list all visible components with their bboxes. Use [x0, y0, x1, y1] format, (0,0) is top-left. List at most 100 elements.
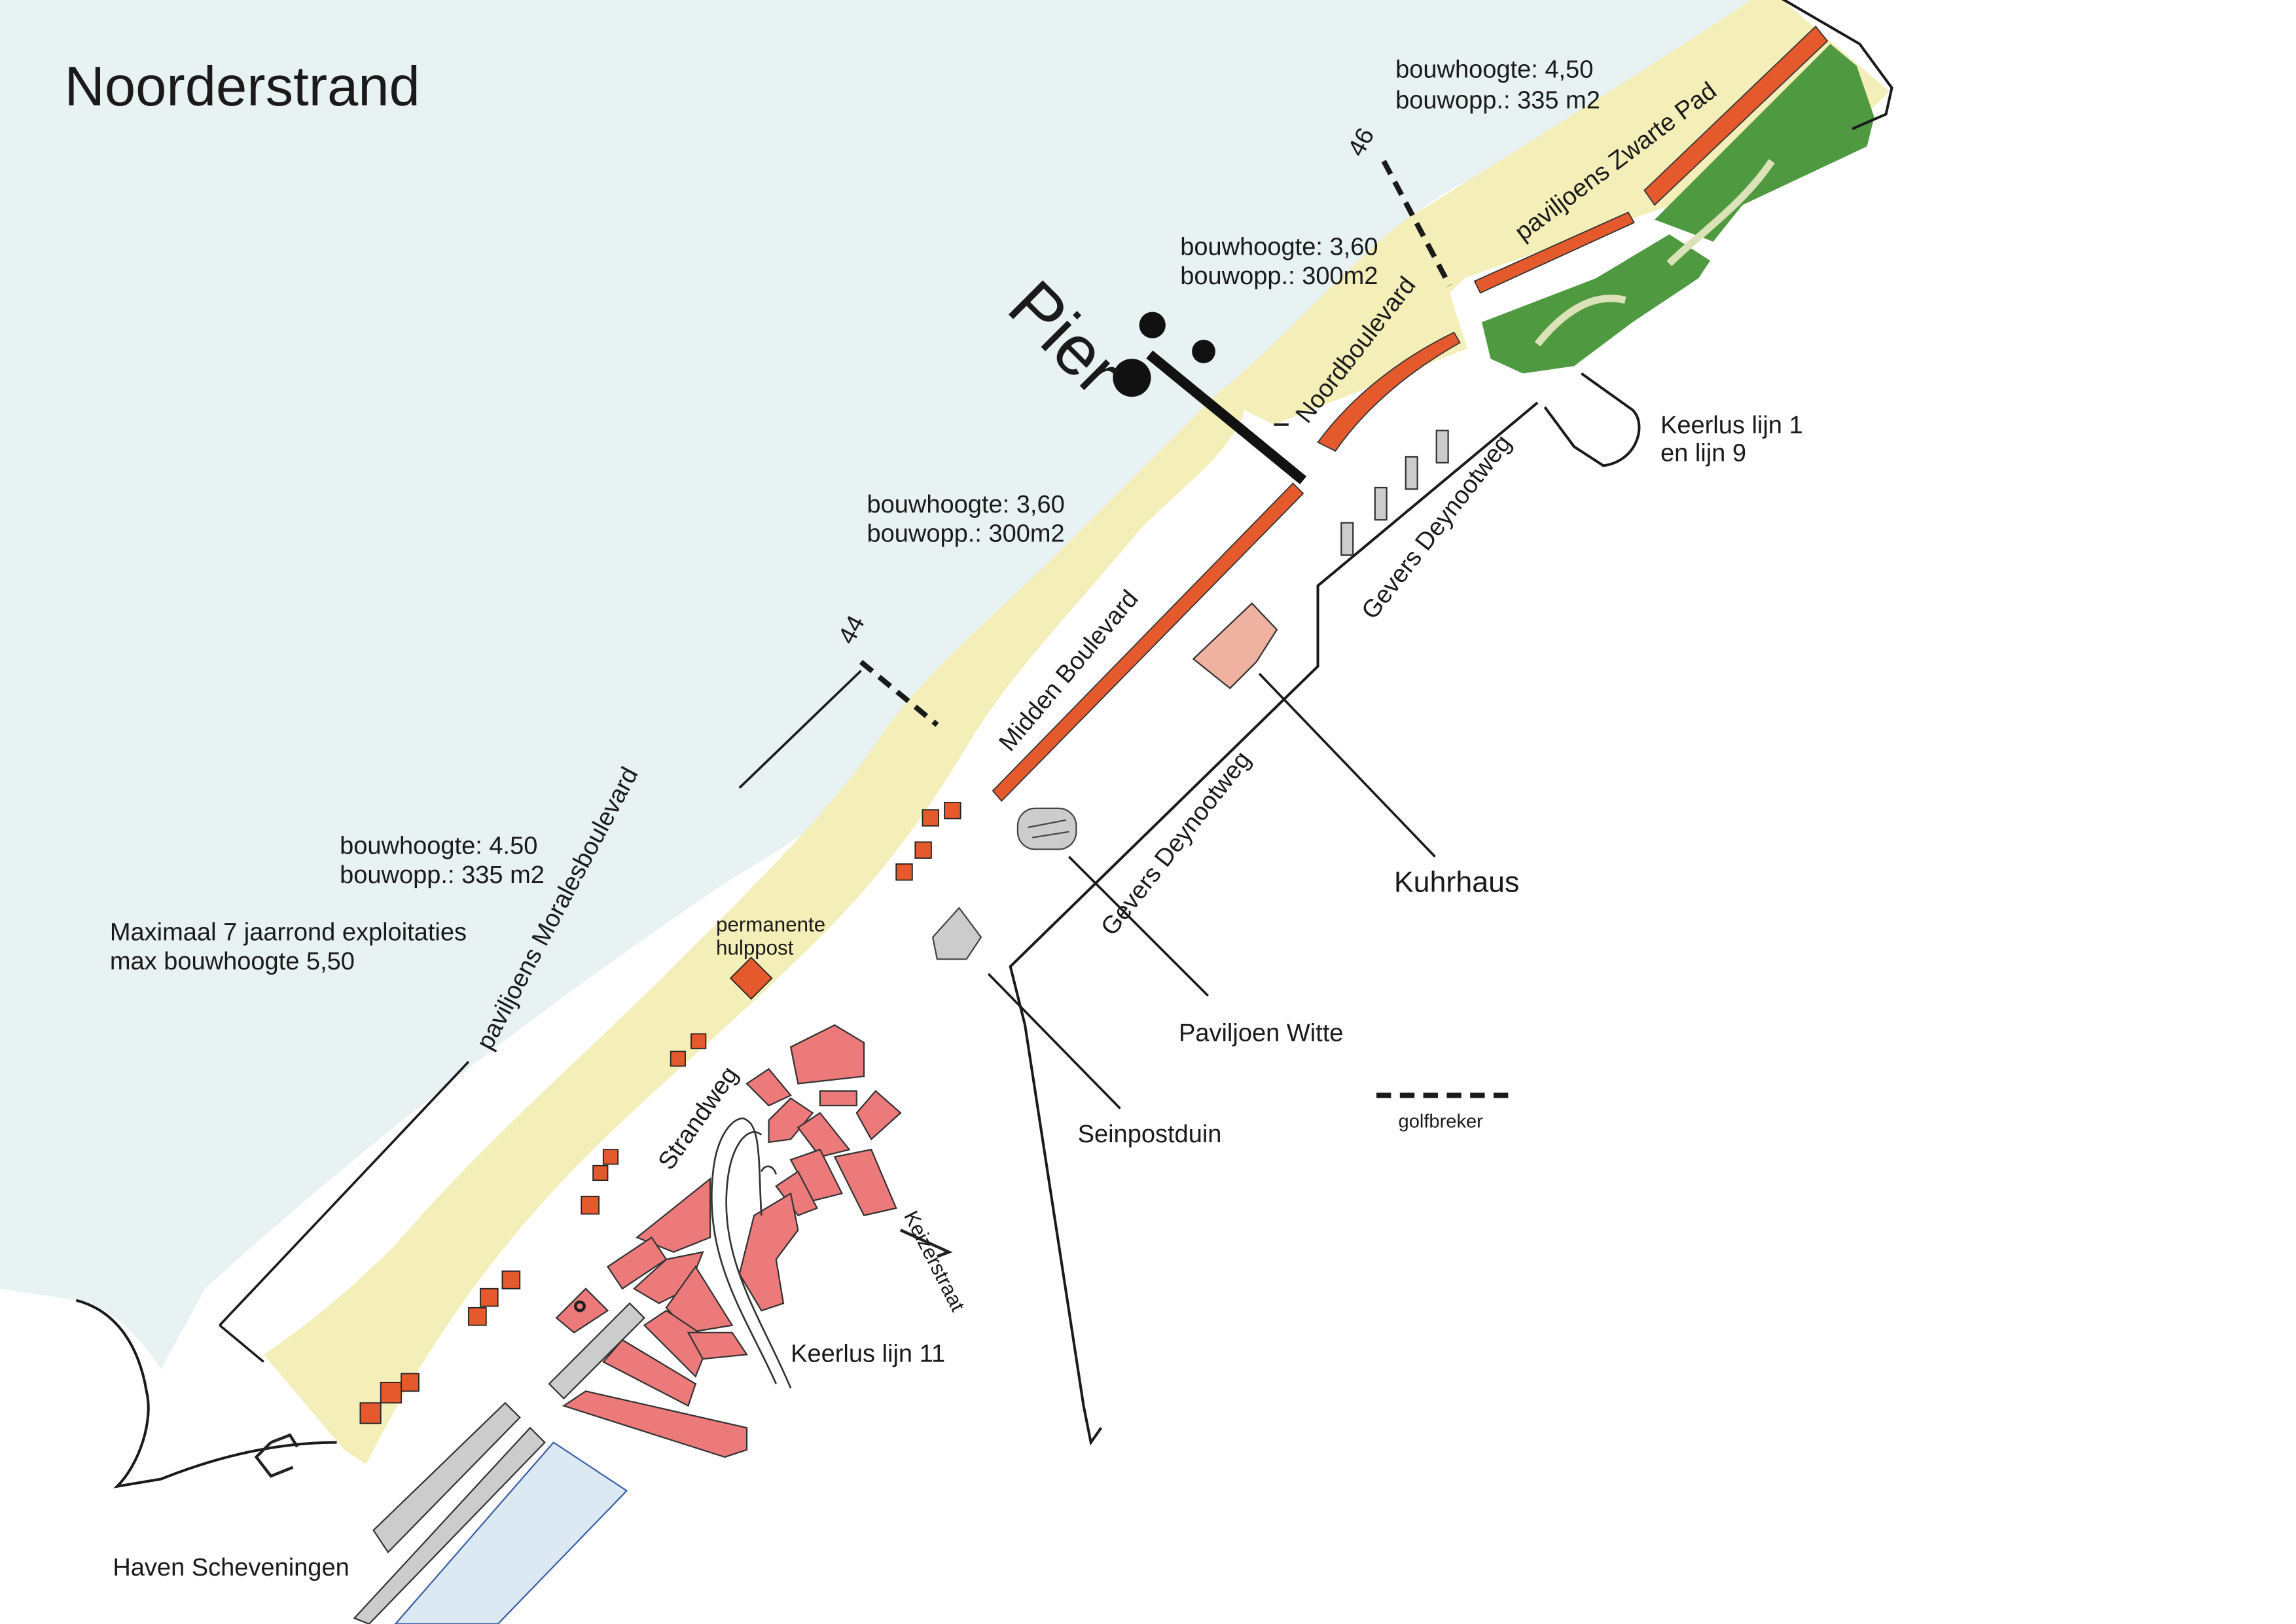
beach-kiosk-7 [592, 1164, 609, 1182]
pier-island-2 [1192, 340, 1215, 363]
keerlus-11-tracks [710, 1117, 792, 1389]
seinpostduin-building [931, 907, 982, 960]
hulppost-line2: hulppost [716, 937, 794, 960]
kiosk-1 [1435, 429, 1449, 464]
label-haven: Haven Scheveningen [113, 1554, 349, 1581]
keerlus-11-track-2 [725, 1131, 792, 1389]
pavilion-strip-zwarte-pad-1 [1473, 211, 1635, 294]
zone-zwarte-pad-area: bouwopp.: 335 m2 [1395, 87, 1600, 115]
beach-kiosk-11 [479, 1288, 499, 1307]
town-block-10 [738, 1192, 799, 1312]
label-max-exploitaties: Maximaal 7 jaarrond exploitaties max bou… [110, 918, 467, 975]
town-block-2 [745, 1068, 792, 1107]
sea [0, 0, 1751, 1369]
hulppost-building [729, 956, 773, 1000]
town-block-6 [797, 1111, 851, 1158]
zone-lines [219, 670, 1436, 1363]
beach-kiosk-12 [501, 1270, 521, 1290]
town-block-16 [687, 1331, 748, 1360]
max-exploitaties-line1: Maximaal 7 jaarrond exploitaties [110, 918, 467, 946]
kuhrhaus-building [1192, 602, 1278, 689]
zone-midden-area: bouwopp.: 300m2 [867, 520, 1064, 548]
beach-kiosk-2 [944, 802, 961, 820]
groynes [859, 160, 1509, 1098]
keerlus-1-line2: en lijn 9 [1660, 440, 1746, 467]
zone-morales-height: bouwhoogte: 4.50 [340, 832, 537, 859]
pier [1113, 312, 1307, 484]
beach-kiosk-8 [602, 1149, 619, 1165]
town-block-7 [833, 1148, 897, 1217]
groyne-46 [1381, 160, 1452, 287]
kiosk-4 [1340, 522, 1354, 556]
beach-kiosk-4 [895, 863, 913, 881]
pavilion-strip-midden-boulevard [992, 482, 1304, 803]
pavilion-strips [992, 25, 1829, 803]
zone-noordboulevard-height: bouwhoogte: 3,60 [1180, 233, 1378, 261]
keerlus-1-outline [1543, 372, 1641, 467]
pier-island-1 [1139, 312, 1166, 338]
zone-zwarte-pad-height: bouwhoogte: 4,50 [1395, 56, 1593, 84]
harbour-strip-3 [353, 1426, 546, 1624]
label-zone-zwarte-pad: bouwhoogte: 4,50 bouwopp.: 335 m2 [1395, 56, 1600, 115]
pointer-paviljoen-witte [1067, 856, 1209, 997]
town-block-1 [789, 1024, 865, 1085]
town-block-4 [855, 1090, 902, 1141]
label-zone-noordboulevard: bouwhoogte: 3,60 bouwopp.: 300m2 [1180, 233, 1378, 290]
paviljoen-witte-detail [1028, 819, 1069, 839]
keerlus-1-line1: Keerlus lijn 1 [1660, 412, 1803, 439]
map-title: Noorderstrand [65, 56, 420, 118]
beach-kiosk-1 [922, 809, 939, 827]
harbour-basin [394, 1441, 628, 1624]
beach-kiosk-10 [468, 1307, 487, 1326]
zone-midden-height: bouwhoogte: 3,60 [867, 491, 1064, 518]
town-blocks [555, 1024, 902, 1458]
hulppost-line1: permanente [716, 913, 825, 936]
paviljoen-witte-block [1016, 807, 1077, 850]
town-block-11 [636, 1177, 711, 1253]
misc-markers [254, 1229, 953, 1478]
label-keerlus-11: Keerlus lijn 11 [791, 1341, 945, 1368]
keerlus-11-track-3 [761, 1165, 778, 1175]
label-seinpostduin: Seinpostduin [1078, 1121, 1222, 1148]
zone-boundary-morales [219, 670, 862, 1363]
label-paviljoen-witte: Paviljoen Witte [1179, 1020, 1343, 1047]
beach-kiosk-3 [914, 841, 932, 859]
beach-kiosk-15 [401, 1373, 420, 1392]
pavilion-strip-noordboulevard [1317, 331, 1461, 452]
label-zone-morales: bouwhoogte: 4.50 bouwopp.: 335 m2 [340, 832, 545, 889]
pointer-kuhrhaus [1258, 672, 1436, 857]
boulevard-edge-north [1781, 0, 1893, 130]
pier-island-3 [1113, 359, 1151, 397]
label-kuhrhaus: Kuhrhaus [1394, 865, 1520, 898]
beach-kiosks [359, 802, 961, 1424]
town-block-3 [819, 1090, 857, 1107]
max-exploitaties-line2: max bouwhoogte 5,50 [110, 948, 355, 975]
kiosk-3 [1374, 486, 1388, 521]
pointer-seinpostduin [987, 973, 1121, 1110]
town-block-dot [574, 1300, 586, 1312]
beach-kiosk-5 [670, 1051, 686, 1067]
harbour-strip-2 [372, 1401, 521, 1554]
harbour-strip-1 [548, 1302, 646, 1400]
keizerstraat-arrow [899, 1229, 953, 1258]
beach-kiosk-13 [359, 1402, 382, 1424]
harbour-buildings [353, 1302, 646, 1624]
dune-path [1534, 158, 1775, 347]
zone-noordboulevard-area: bouwopp.: 300m2 [1180, 262, 1378, 290]
paviljoen-witte-building [1016, 807, 1077, 850]
zone-morales-area: bouwopp.: 335 m2 [340, 861, 545, 889]
beach [263, 0, 1889, 1465]
kiosk-2 [1405, 456, 1418, 490]
label-hulppost: permanente hulppost [716, 913, 825, 960]
road-line-gevers-upper [1009, 401, 1539, 1446]
groyne-44 [859, 660, 939, 727]
harbour-pier-outline [75, 1299, 337, 1489]
road-outlines [75, 0, 1893, 1489]
keerlus-11-track-1 [710, 1117, 777, 1384]
pier-deck [1146, 350, 1307, 484]
beach-kiosk-14 [380, 1381, 402, 1404]
town-block-19 [562, 1390, 748, 1458]
pavilion-strip-zwarte-pad-2 [1643, 25, 1829, 206]
